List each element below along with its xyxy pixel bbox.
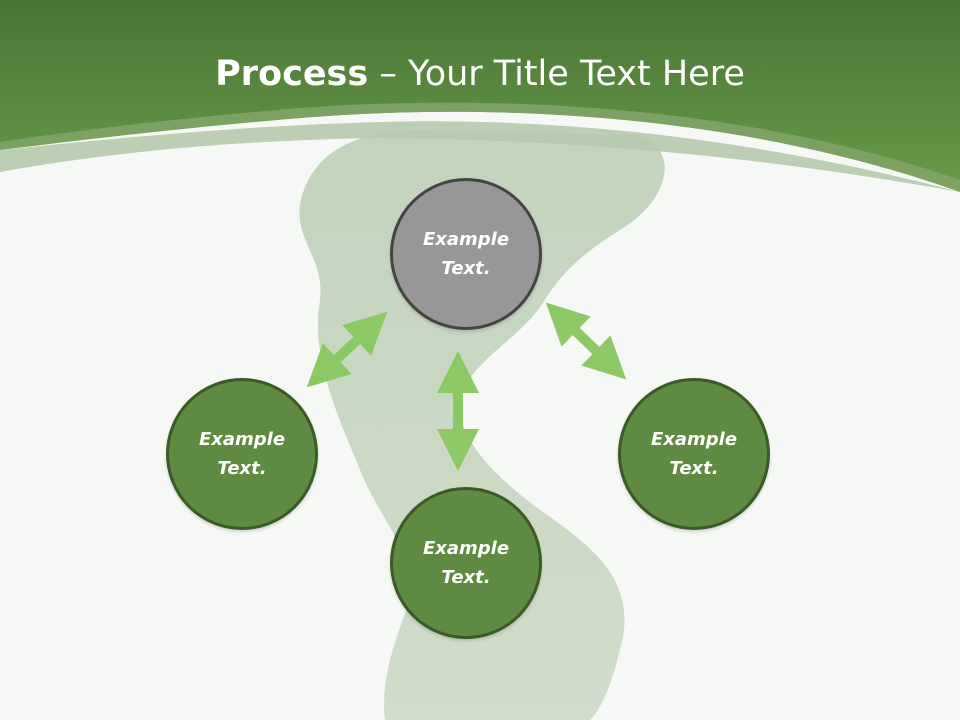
node-text-line2: Text. [669,458,719,479]
node-label: Example Text. [423,225,509,283]
process-node-left[interactable]: Example Text. [166,378,318,530]
page-title: Process – Your Title Text Here [0,50,960,98]
node-text-line2: Text. [441,567,491,588]
process-node-right[interactable]: Example Text. [618,378,770,530]
node-text-line2: Text. [441,258,491,279]
process-node-top[interactable]: Example Text. [390,178,542,330]
title-bold: Process [215,54,369,94]
title-rest: – Your Title Text Here [368,54,745,94]
node-label: Example Text. [199,425,285,483]
node-text-line2: Text. [217,458,267,479]
node-text-line1: Example [198,429,286,450]
node-text-line1: Example [422,538,510,559]
node-label: Example Text. [651,425,737,483]
node-label: Example Text. [423,534,509,592]
process-node-bottom[interactable]: Example Text. [390,487,542,639]
node-text-line1: Example [422,229,510,250]
node-text-line1: Example [650,429,738,450]
grass-path-image [299,130,665,720]
